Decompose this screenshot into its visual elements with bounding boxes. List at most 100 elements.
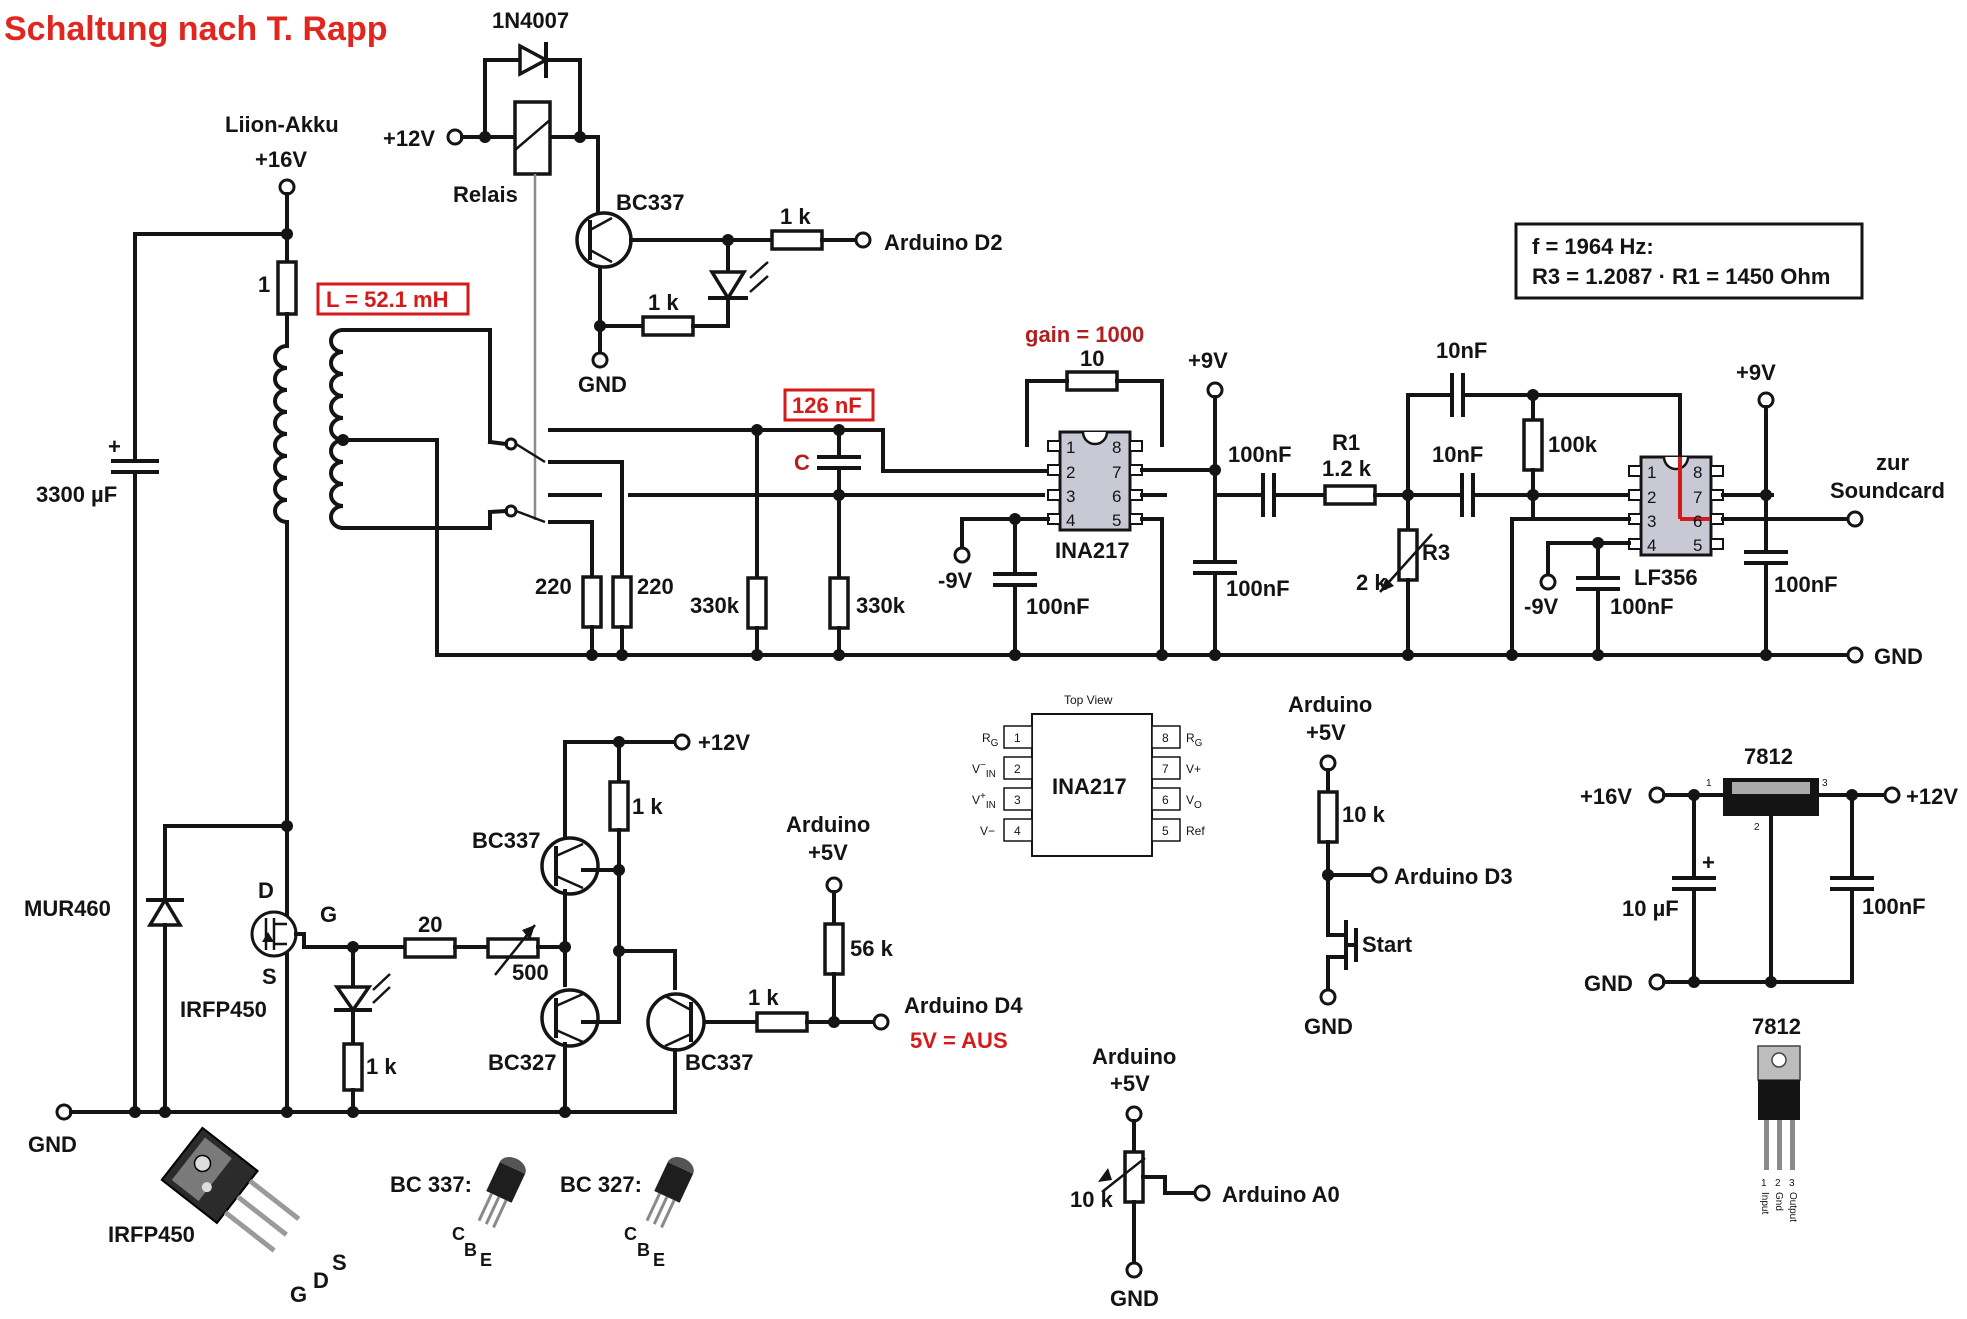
start-section: Arduino +5V 10 k Arduino D3 Start GND bbox=[1288, 692, 1513, 1039]
lf-pin-8: 8 bbox=[1693, 463, 1702, 482]
a0-label: Arduino A0 bbox=[1222, 1182, 1340, 1207]
tank-section: L = 52.1 mH 220 220 330k bbox=[316, 282, 1047, 657]
d3-label: Arduino D3 bbox=[1394, 864, 1513, 889]
inductance-box bbox=[316, 282, 470, 316]
relay-base-resistor bbox=[770, 229, 824, 251]
relay-supply-label: +12V bbox=[383, 126, 435, 151]
pinout-part: INA217 bbox=[1052, 774, 1127, 799]
bias-resistor-2 bbox=[828, 576, 850, 630]
lf356-label: LF356 bbox=[1634, 565, 1698, 590]
bc327-pin-b: B bbox=[637, 1240, 650, 1260]
bias-resistor-2-value: 330k bbox=[856, 593, 906, 618]
lf-pin-4: 4 bbox=[1647, 536, 1656, 555]
ina-vminus-terminal bbox=[953, 546, 971, 564]
supply-cap-value: 3300 µF bbox=[36, 482, 117, 507]
lf-pin-5: 5 bbox=[1693, 536, 1702, 555]
series-resistor-value: 1 bbox=[258, 272, 270, 297]
relay-base-resistor-value: 1 k bbox=[780, 204, 811, 229]
ina-vplus-decoupling-label: 100nF bbox=[1226, 576, 1290, 601]
start-resistor-value: 10 k bbox=[1342, 802, 1386, 827]
driver-supply-terminal bbox=[673, 733, 691, 751]
led-resistor-value: 1 k bbox=[366, 1054, 397, 1079]
filter-section: 100nF R1 1.2 k 10nF 10nF 100k R3 2 k bbox=[435, 338, 1945, 669]
regulator-package-pin-3: 3 bbox=[1789, 1178, 1795, 1189]
regulator-output-cap: 100nF bbox=[1862, 894, 1926, 919]
relay-gnd-terminal bbox=[591, 351, 609, 369]
relay-diode-label: 1N4007 bbox=[492, 8, 569, 33]
gain-resistor bbox=[1065, 370, 1119, 392]
lf-vminus-label: -9V bbox=[1524, 594, 1559, 619]
base-resistor-value: 1 k bbox=[748, 985, 779, 1010]
start-button-label: Start bbox=[1362, 932, 1413, 957]
capacitance-box bbox=[783, 388, 875, 422]
mosfet-drain-label: D bbox=[258, 878, 274, 903]
sense-coil-1 bbox=[329, 327, 346, 443]
regulator-pin2: 2 bbox=[1754, 822, 1760, 833]
relay-label: Relais bbox=[453, 182, 518, 207]
gnd-label-left: GND bbox=[28, 1132, 77, 1157]
ina-vplus-label: +9V bbox=[1188, 348, 1228, 373]
bc337-package bbox=[477, 1157, 526, 1229]
a0-terminal bbox=[1193, 1184, 1211, 1202]
regulator-output-terminal bbox=[1883, 786, 1901, 804]
pinout-num-5: 5 bbox=[1162, 824, 1169, 838]
arduino-5v-label-bottom: +5V bbox=[808, 840, 848, 865]
regulator-gnd-label: GND bbox=[1584, 971, 1633, 996]
ina-pin-4: 4 bbox=[1066, 511, 1075, 530]
ina-vminus-label: -9V bbox=[938, 568, 973, 593]
q3-label: BC337 bbox=[685, 1050, 753, 1075]
regulator-label: 7812 bbox=[1744, 744, 1793, 769]
pinout-heading: Top View bbox=[1064, 693, 1113, 707]
pot-supply-top: Arduino bbox=[1092, 1044, 1176, 1069]
mosfet-source-label: S bbox=[262, 964, 277, 989]
pinout-num-6: 6 bbox=[1162, 793, 1169, 807]
ina217-chip bbox=[1058, 430, 1132, 532]
capacitance-label: 126 nF bbox=[792, 393, 862, 418]
regulator-input-label: +16V bbox=[1580, 784, 1632, 809]
pot-value: 10 k bbox=[1070, 1187, 1114, 1212]
start-gnd-terminal bbox=[1319, 988, 1337, 1006]
regulator-package-pin-2: 2 bbox=[1775, 1178, 1781, 1189]
regulator-pin3: 3 bbox=[1822, 778, 1828, 789]
regulator-cap-plus: + bbox=[1702, 850, 1715, 875]
gnd-terminal-left bbox=[55, 1103, 73, 1121]
lf-pin-7: 7 bbox=[1693, 488, 1702, 507]
ina-pin-6: 6 bbox=[1112, 487, 1121, 506]
start-resistor bbox=[1317, 790, 1339, 844]
regulator-package-title: 7812 bbox=[1752, 1014, 1801, 1039]
load-resistor-1 bbox=[581, 575, 603, 629]
regulator-output-label: +12V bbox=[1906, 784, 1958, 809]
ina-pin-5: 5 bbox=[1112, 511, 1121, 530]
regulator-package-name-1: Input bbox=[1759, 1192, 1770, 1214]
d2-label: Arduino D2 bbox=[884, 230, 1003, 255]
regulator-input-terminal bbox=[1648, 786, 1666, 804]
gain-resistor-value: 10 bbox=[1080, 346, 1104, 371]
filter-r1 bbox=[1323, 484, 1377, 506]
inductance-label: L = 52.1 mH bbox=[326, 287, 449, 312]
ina-pinout: Top View INA217 1 2 3 4 RG V−IN V+IN V− … bbox=[972, 693, 1205, 857]
bias-resistor-1-value: 330k bbox=[690, 593, 740, 618]
bc337-pin-e: E bbox=[480, 1250, 492, 1270]
gnd-terminal-right bbox=[1846, 646, 1864, 664]
gnd-label-right: GND bbox=[1874, 644, 1923, 669]
soundcard-terminal bbox=[1846, 510, 1864, 528]
filter-r1-value: 1.2 k bbox=[1322, 456, 1372, 481]
lf356-chip bbox=[1639, 455, 1713, 557]
regulator-package-pin-1: 1 bbox=[1761, 1178, 1767, 1189]
schematic-title: Schaltung nach T. Rapp bbox=[4, 10, 387, 48]
pinout-name-1: RG bbox=[982, 731, 999, 749]
regulator-package-name-3: Output bbox=[1787, 1192, 1798, 1222]
bc327-pin-e: E bbox=[653, 1250, 665, 1270]
gate-resistor-value: 20 bbox=[418, 912, 442, 937]
filter-r3-value: 2 k bbox=[1356, 570, 1387, 595]
gate-pot-value: 500 bbox=[512, 960, 549, 985]
pot-gnd-label: GND bbox=[1110, 1286, 1159, 1311]
led-resistor-relay bbox=[641, 315, 695, 337]
pinout-num-1: 1 bbox=[1014, 731, 1021, 745]
pinout-num-3: 3 bbox=[1014, 793, 1021, 807]
ina-decoupling-label: 100nF bbox=[1026, 594, 1090, 619]
lf-pin-3: 3 bbox=[1647, 512, 1656, 531]
relay-supply-terminal bbox=[446, 128, 464, 146]
drive-inductor bbox=[273, 343, 290, 525]
pinout-name-3: V+IN bbox=[972, 791, 996, 811]
